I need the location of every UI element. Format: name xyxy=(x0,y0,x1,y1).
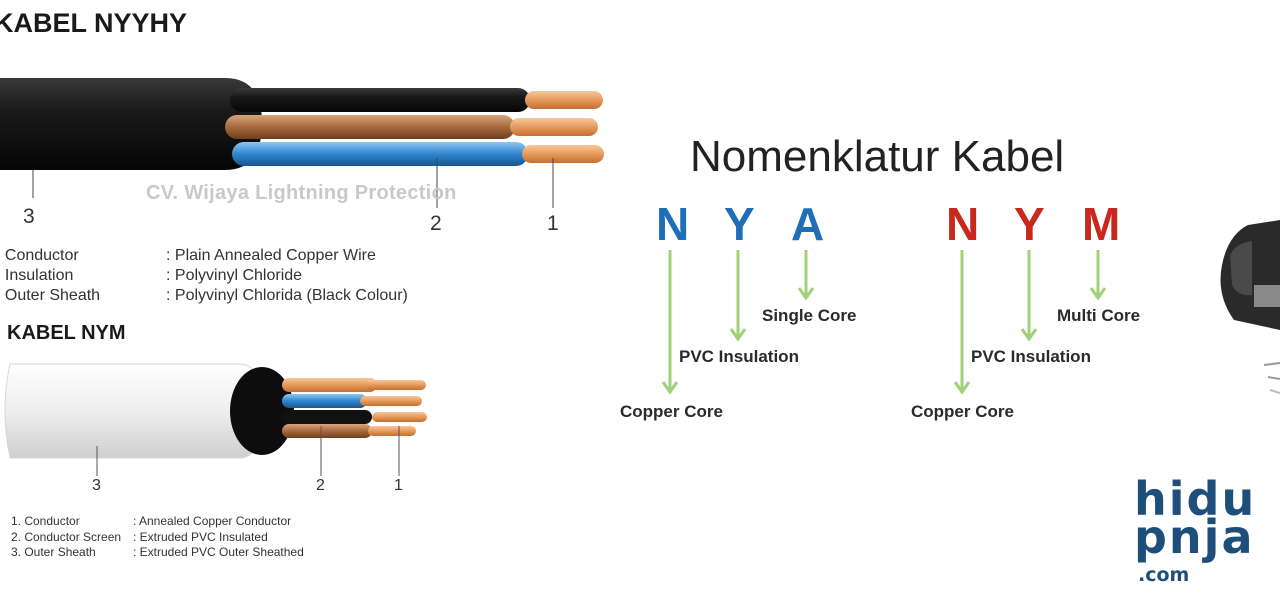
nomenclature-letter-n: N xyxy=(656,198,690,250)
nym-cable-illustration xyxy=(4,363,427,476)
nomenclature-letter-n: N xyxy=(946,198,980,250)
nym-part-name: 2. Conductor Screen xyxy=(11,530,122,544)
nyyhy-core-brown xyxy=(225,115,515,139)
nym-core-brown xyxy=(282,424,372,438)
nym-label-1: 1 xyxy=(394,477,403,494)
nomenclature-label-copper-core: Copper Core xyxy=(911,402,1014,421)
nyyhy-part-name: . Insulation xyxy=(0,267,74,284)
nym-part-desc: : Extruded PVC Insulated xyxy=(133,530,268,544)
nomenclature-arrows xyxy=(661,250,1107,395)
logo-line-2: pnja xyxy=(1134,510,1255,564)
plug-image-fragment xyxy=(1220,220,1280,394)
nomenclature-letter-y: Y xyxy=(1014,198,1045,250)
nomenclature-label-copper-core: Copper Core xyxy=(620,402,723,421)
nym-core-blue xyxy=(282,394,367,408)
nyyhy-core-blue xyxy=(232,142,528,166)
nyyhy-part-desc: : Polyvinyl Chlorida (Black Colour) xyxy=(166,287,408,304)
nyyhy-outer-sheath xyxy=(0,78,262,170)
logo: hidu pnja .com xyxy=(1134,472,1254,590)
nyyhy-label-2: 2 xyxy=(430,212,442,235)
nyyhy-part-name: . Outer Sheath xyxy=(0,287,101,304)
nym-label-3: 3 xyxy=(92,477,101,494)
nomenclature-label-multi-core: Multi Core xyxy=(1057,306,1141,325)
nomenclature-title: Nomenklatur Kabel xyxy=(690,132,1065,181)
logo-suffix: .com xyxy=(1138,564,1190,586)
nomenclature-label-single-core: Single Core xyxy=(762,306,857,325)
nomenclature-letter-a: A xyxy=(791,198,825,250)
nyyhy-title: KABEL NYYHY xyxy=(0,8,188,38)
nomenclature-letter-m: M xyxy=(1082,198,1121,250)
nyyhy-part-name: . Conductor xyxy=(0,247,79,264)
watermark-text: CV. Wijaya Lightning Protection xyxy=(146,182,457,204)
nyyhy-part-desc: : Polyvinyl Chloride xyxy=(166,267,303,284)
nym-label-2: 2 xyxy=(316,477,325,494)
nyyhy-label-3: 3 xyxy=(23,205,35,228)
nyyhy-label-1: 1 xyxy=(547,212,559,235)
nym-part-name: 3. Outer Sheath xyxy=(11,545,96,559)
nomenclature-letter-y: Y xyxy=(724,198,755,250)
nym-outer-sheath xyxy=(4,363,263,459)
nyyhy-part-desc: : Plain Annealed Copper Wire xyxy=(166,247,376,264)
nym-part-desc: : Annealed Copper Conductor xyxy=(133,514,292,528)
nym-part-name: 1. Conductor xyxy=(11,514,80,528)
nym-part-desc: : Extruded PVC Outer Sheathed xyxy=(133,545,304,559)
logo-line-1: hidu xyxy=(1134,472,1257,526)
nomenclature-label-pvc-insulation: PVC Insulation xyxy=(971,347,1091,366)
nym-title: KABEL NYM xyxy=(7,322,126,344)
nomenclature-label-pvc-insulation: PVC Insulation xyxy=(679,347,799,366)
nyyhy-cable-illustration xyxy=(0,78,604,208)
nym-core-black xyxy=(282,410,372,424)
nyyhy-core-black xyxy=(230,88,530,112)
